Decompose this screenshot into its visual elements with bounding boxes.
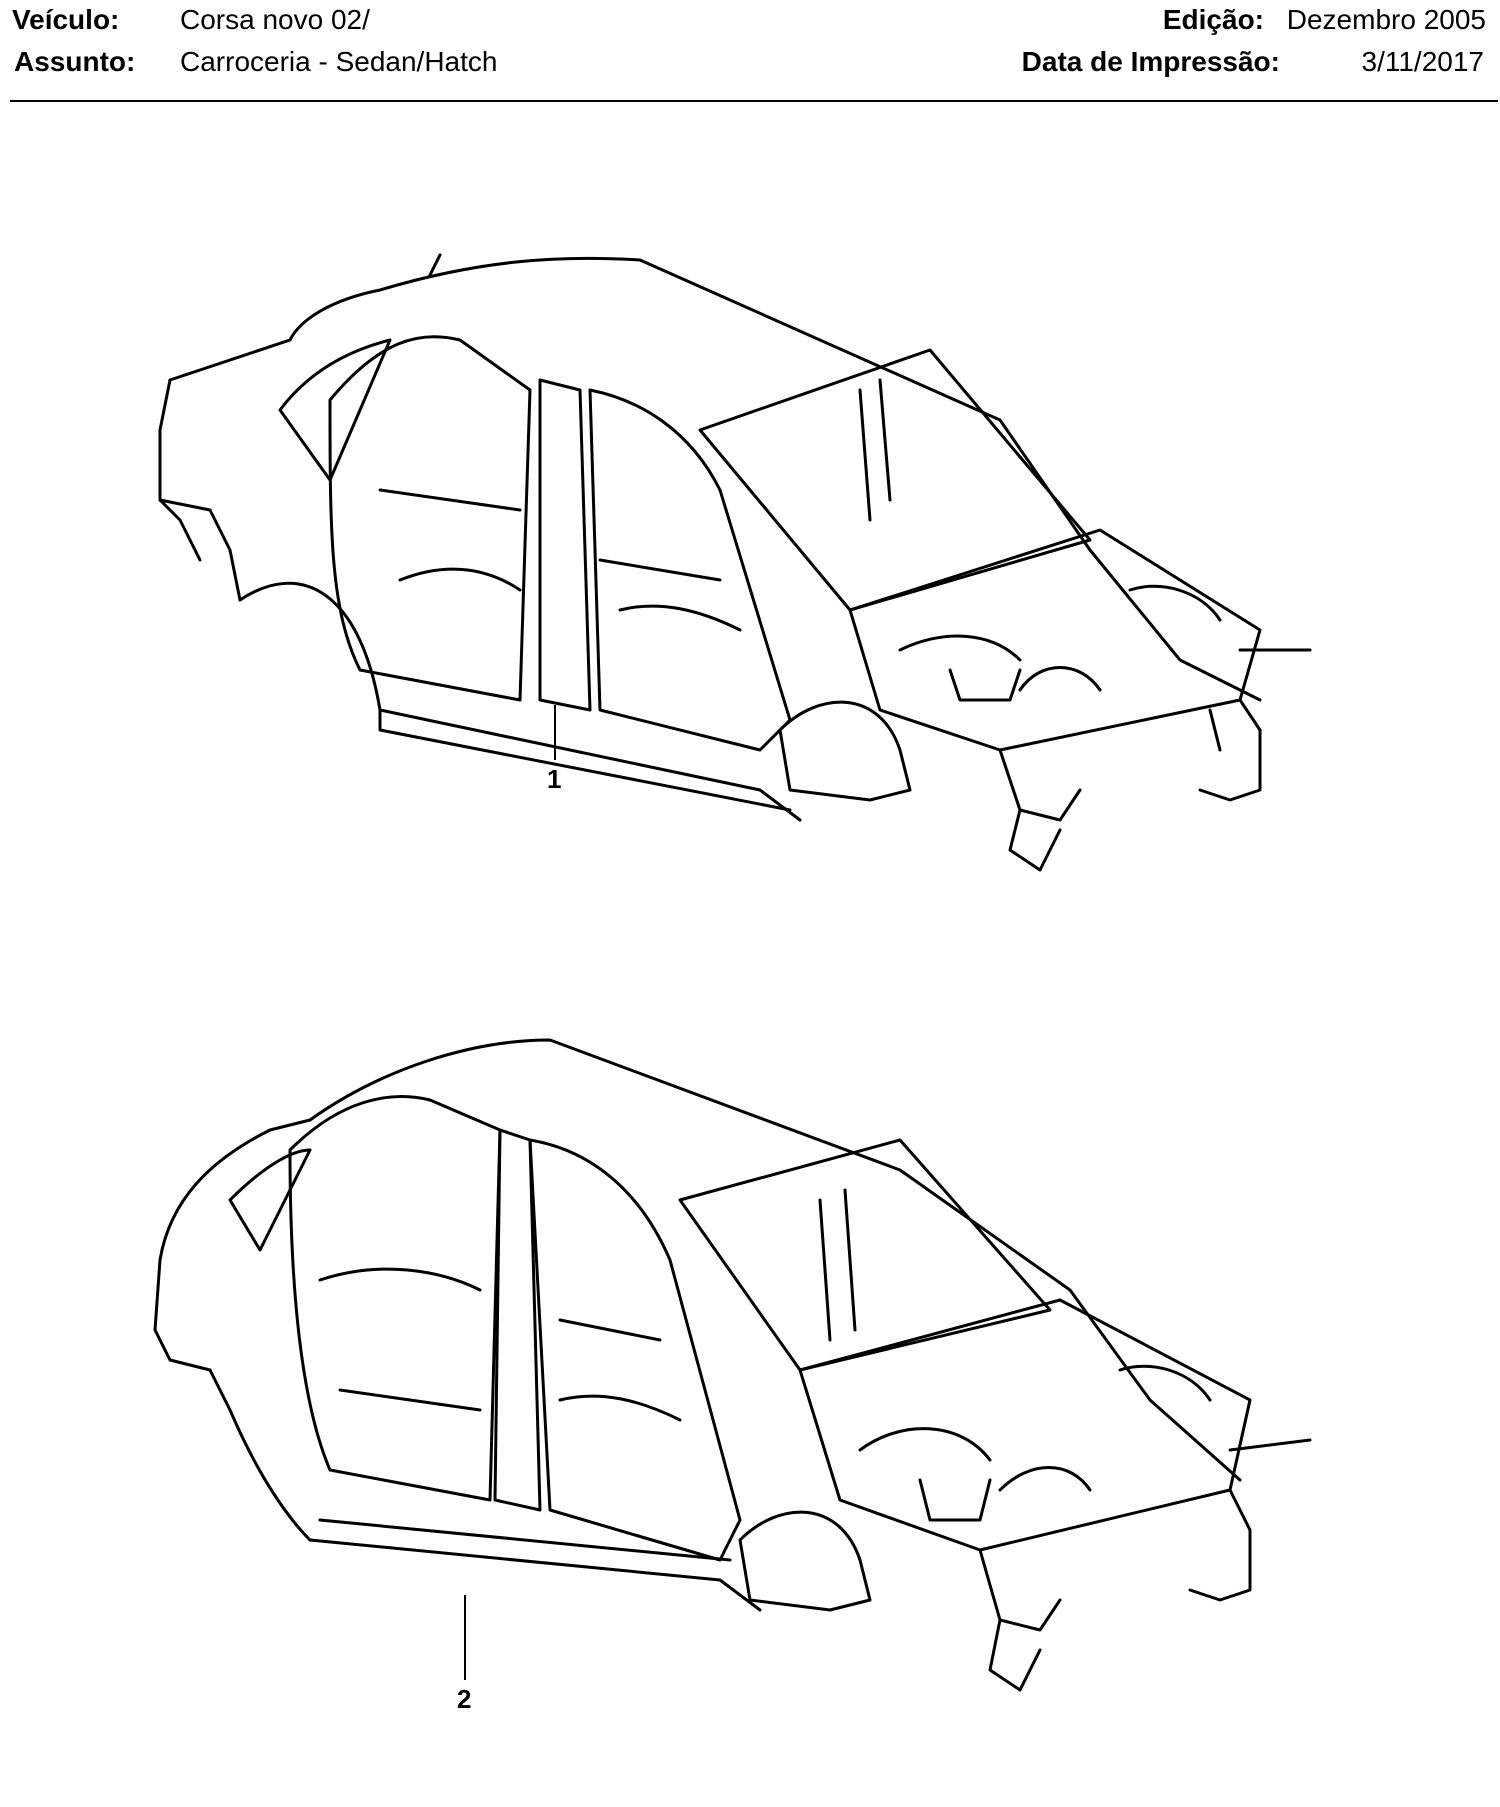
- header-divider: [10, 100, 1498, 102]
- print-date-label: Data de Impressão:: [1021, 46, 1280, 77]
- subject-value: Carroceria - Sedan/Hatch: [180, 46, 498, 77]
- sedan-body-figure: 1: [0, 230, 1500, 960]
- page-header: Veículo: Corsa novo 02/ Assunto: Carroce…: [0, 0, 1500, 104]
- callout-2: 2: [457, 1684, 472, 1714]
- subject-label: Assunto:: [14, 46, 136, 77]
- sedan-body-drawing: [158, 253, 1312, 872]
- callout-1: 1: [547, 764, 562, 794]
- hatch-body-drawing: [153, 1038, 1312, 1692]
- edition-value: Dezembro 2005: [1286, 4, 1486, 35]
- vehicle-value: Corsa novo 02/: [180, 4, 370, 35]
- hatch-body-figure: 2: [0, 1020, 1500, 1790]
- print-date-value: 3/11/2017: [1361, 46, 1485, 77]
- vehicle-label: Veículo:: [12, 4, 120, 35]
- edition-label: Edição:: [1162, 4, 1264, 35]
